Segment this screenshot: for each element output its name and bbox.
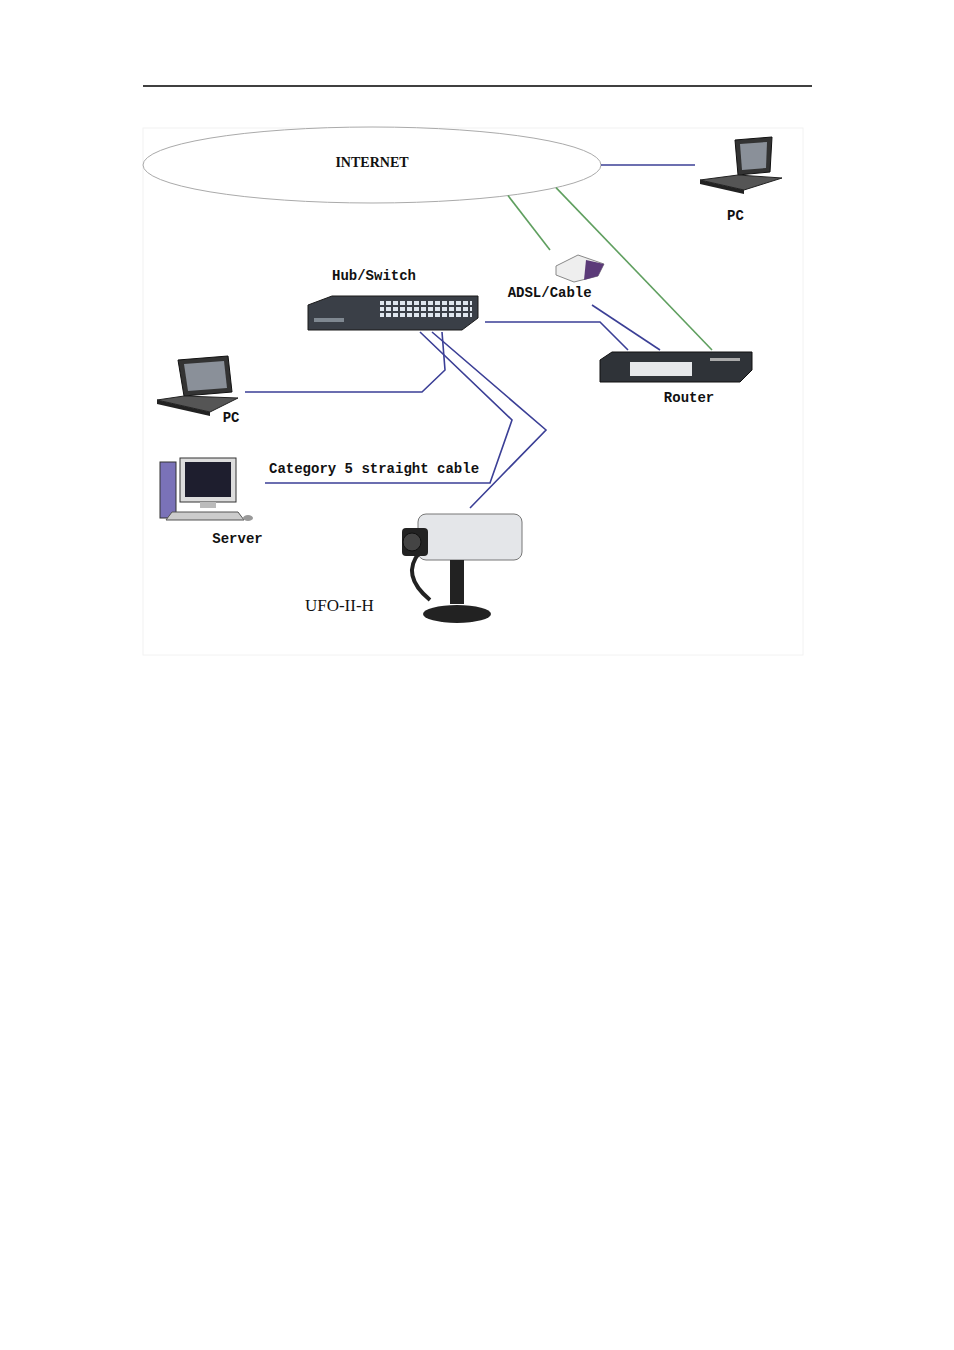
network-cable: [485, 322, 628, 350]
camera-icon: [402, 514, 522, 623]
device-label: UFO-II-H: [305, 598, 374, 614]
internet-cloud-label: INTERNET: [335, 155, 408, 171]
laptop-icon: [700, 137, 782, 194]
device-label: PC: [727, 208, 744, 224]
network-device: UFO-II-H: [298, 508, 528, 628]
network-cable: [265, 332, 512, 483]
device-label: Server: [212, 531, 262, 547]
network-device: ADSL/Cable: [505, 250, 600, 305]
cable-label: Category 5 straight cable: [267, 461, 481, 477]
device-label: ADSL/Cable: [508, 285, 592, 301]
network-cable: [508, 196, 550, 250]
internet-cloud: [143, 127, 601, 203]
network-cable: [245, 332, 445, 392]
device-label: Hub/Switch: [332, 268, 416, 284]
figure-frame: [143, 128, 803, 655]
network-device: PC: [152, 352, 245, 428]
network-cable: [432, 332, 546, 508]
internet-ellipse: INTERNET: [143, 127, 601, 203]
device-label: PC: [223, 410, 240, 426]
router-icon: [600, 352, 752, 382]
device-label: Router: [664, 390, 714, 406]
modem-icon: [556, 255, 604, 282]
network-device: Server: [155, 455, 265, 550]
network-cable: [601, 164, 695, 166]
network-cable: [592, 305, 660, 350]
network-device: PC: [695, 130, 785, 228]
network-device: Router: [598, 350, 755, 408]
switch-icon: [308, 296, 478, 330]
server-icon: [160, 458, 253, 521]
network-device: Hub/Switch: [300, 266, 485, 332]
header-rule: [143, 85, 812, 87]
network-cable: [556, 188, 712, 350]
laptop-icon: [157, 356, 238, 416]
